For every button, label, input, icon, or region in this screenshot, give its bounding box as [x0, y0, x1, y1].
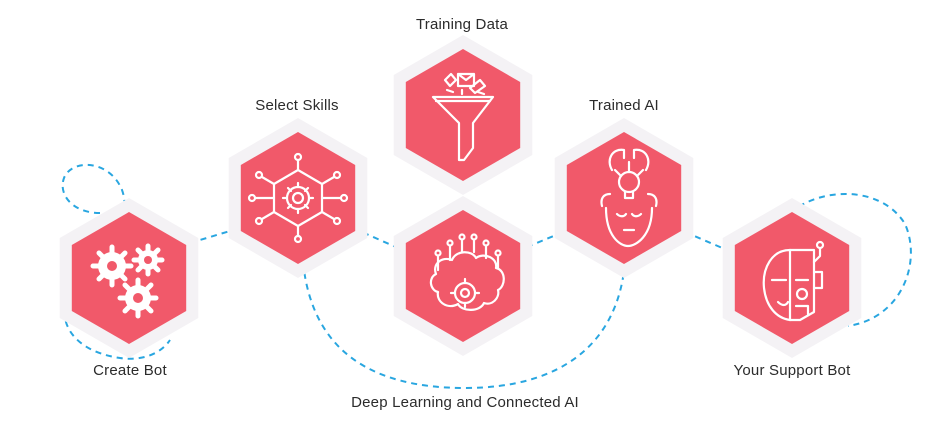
hexagon-fill [71, 212, 187, 344]
hexagon-fill [405, 210, 521, 342]
data-funnel-icon [431, 72, 495, 162]
robot-head-icon [762, 240, 825, 322]
step-label-select-skills: Select Skills [255, 97, 339, 114]
arc-deep-learning-bottom [302, 261, 626, 390]
loop-create-bot [61, 163, 126, 215]
link-trained-support [684, 231, 728, 251]
link-select-deep [352, 227, 399, 249]
step-label-training-data: Training Data [415, 16, 509, 33]
arc-create-bot-bottom [63, 289, 171, 360]
step-label-trained-ai: Trained AI [589, 97, 659, 114]
gears-icon [90, 243, 165, 319]
step-label-support-bot: Your Support Bot [733, 362, 851, 379]
hexagon-support-bot [722, 198, 862, 358]
hexagon-layer [59, 35, 862, 358]
hexagon-select-skills [228, 118, 368, 278]
hexagon-fill [405, 49, 521, 181]
hexagon-fill [734, 212, 850, 344]
step-label-deep-learning: Deep Learning and Connected AI [351, 394, 579, 411]
skills-hub-icon [247, 152, 349, 244]
link-create-select [189, 227, 241, 244]
step-label-create-bot: Create Bot [93, 362, 167, 379]
hexagon-create-bot [59, 198, 199, 358]
icon-layer [90, 72, 825, 322]
lightbulb-head-icon [600, 148, 658, 248]
hexagon-training-data [393, 35, 533, 195]
hexagon-deep-learning [393, 196, 533, 356]
hexagon-fill [240, 132, 356, 264]
brain-circuit-icon [429, 233, 505, 311]
